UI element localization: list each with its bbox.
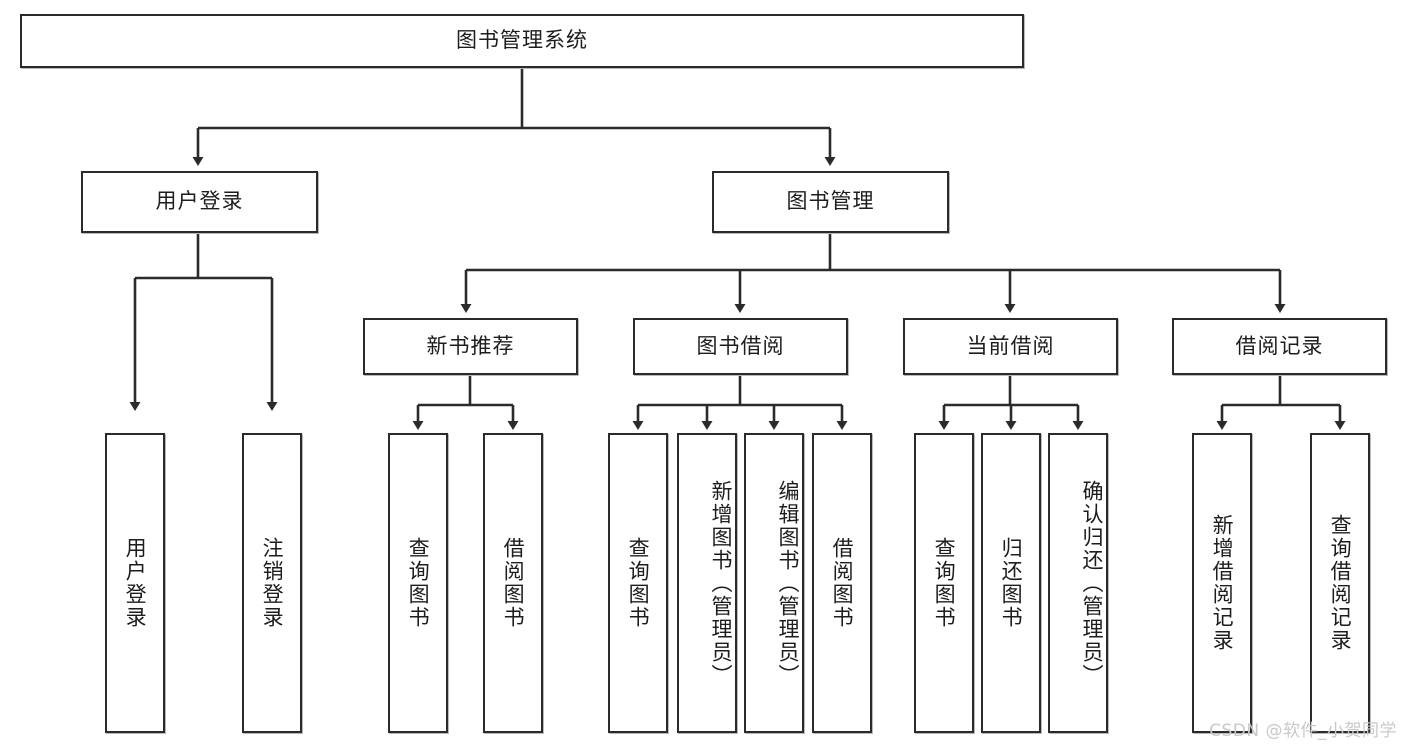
node-borrow-record[interactable]: 借阅记录 [1172,318,1387,375]
node-label: 新增图书（管理员） [709,479,733,687]
node-label: 图书管理系统 [456,28,588,53]
leaf-return-book[interactable]: 归还图书 [981,433,1041,733]
node-label: 图书借阅 [696,333,785,358]
leaf-query-book-recommend[interactable]: 查询图书 [388,433,448,733]
node-user-login[interactable]: 用户登录 [81,171,318,233]
leaf-query-book-current[interactable]: 查询图书 [914,433,974,733]
leaf-edit-book-admin[interactable]: 编辑图书（管理员） [744,433,804,733]
node-label: 查询借阅记录 [1328,514,1353,652]
node-label: 图书管理 [786,189,875,214]
csdn-watermark: CSDN @软件_小贺同学 [1209,721,1397,741]
node-label: 查询图书 [626,537,651,629]
node-label: 归还图书 [999,537,1024,629]
leaf-add-borrow-record[interactable]: 新增借阅记录 [1192,433,1252,733]
node-label: 当前借阅 [966,333,1055,358]
node-new-book-recommend[interactable]: 新书推荐 [363,318,578,375]
leaf-query-borrow-record[interactable]: 查询借阅记录 [1310,433,1370,733]
leaf-user-login[interactable]: 用户登录 [105,433,165,733]
leaf-query-book-borrow[interactable]: 查询图书 [608,433,668,733]
node-label: 确认归还（管理员） [1080,479,1104,687]
node-label: 借阅图书 [830,537,855,629]
node-book-management-system[interactable]: 图书管理系统 [20,14,1024,68]
node-label: 查询图书 [932,537,957,629]
node-current-borrow[interactable]: 当前借阅 [903,318,1118,375]
node-label: 注销登录 [260,537,285,629]
node-book-management[interactable]: 图书管理 [712,171,949,233]
node-label: 用户登录 [123,537,148,629]
leaf-confirm-return-admin[interactable]: 确认归还（管理员） [1048,433,1108,733]
node-label: 新增借阅记录 [1210,514,1235,652]
node-label: 借阅记录 [1235,333,1324,358]
leaf-logout-login[interactable]: 注销登录 [242,433,302,733]
node-book-borrow[interactable]: 图书借阅 [633,318,848,375]
node-label: 借阅图书 [501,537,526,629]
node-label: 查询图书 [406,537,431,629]
node-label: 用户登录 [155,189,244,214]
node-label: 新书推荐 [426,333,515,358]
leaf-borrow-book-borrow[interactable]: 借阅图书 [812,433,872,733]
node-label: 编辑图书（管理员） [776,479,800,687]
leaf-borrow-book-recommend[interactable]: 借阅图书 [483,433,543,733]
leaf-add-book-admin[interactable]: 新增图书（管理员） [677,433,737,733]
